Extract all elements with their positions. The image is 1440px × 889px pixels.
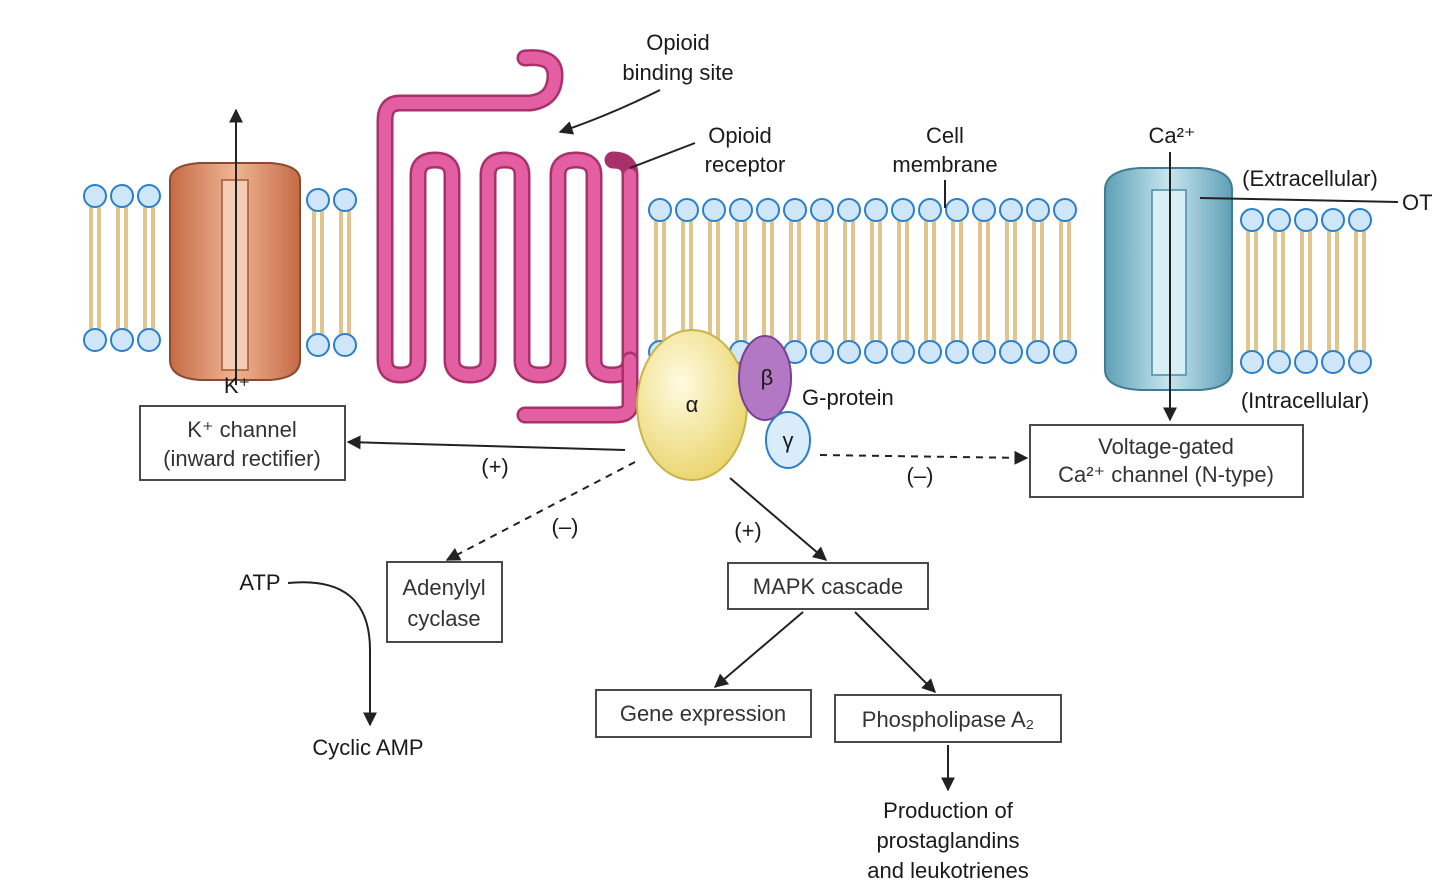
lipid-molecule	[864, 198, 888, 364]
lipid-molecule	[1026, 198, 1050, 364]
lipid-molecule	[837, 198, 861, 364]
ca-channel-box-line2: Ca²⁺ channel (N-type)	[1058, 462, 1274, 487]
ca-channel-box-line1: Voltage-gated	[1098, 434, 1234, 459]
ca-channel-box: Voltage-gated Ca²⁺ channel (N-type)	[1029, 424, 1304, 498]
ot-label: OT	[1402, 190, 1433, 215]
lipid-molecule	[783, 198, 807, 364]
production-label-3: and leukotrienes	[867, 858, 1028, 883]
g-protein-gamma	[765, 411, 811, 469]
lipid-molecule	[137, 184, 161, 352]
receptor-pointer	[629, 142, 696, 169]
opioid-receptor-label-1: Opioid	[708, 123, 772, 148]
lipid-molecule	[1321, 208, 1345, 374]
lipid-molecule	[999, 198, 1023, 364]
lipid-molecule	[333, 188, 357, 357]
production-label-1: Production of	[883, 798, 1014, 823]
atp-label: ATP	[239, 570, 280, 595]
lipid-molecule	[306, 188, 330, 357]
phospholipase-box: Phospholipase A₂	[834, 694, 1062, 743]
mapk-plus-sign: (+)	[734, 518, 762, 543]
opioid-receptor-label-2: receptor	[705, 152, 786, 177]
alpha-to-k-channel-arrow	[346, 435, 626, 451]
alpha-to-adenylyl-arrow	[445, 461, 636, 561]
adenylyl-box-line1: Adenylyl	[402, 575, 485, 600]
lipid-molecule	[83, 184, 107, 352]
adenylyl-box-line2: cyclase	[407, 606, 480, 631]
production-label-2: prostaglandins	[876, 828, 1019, 853]
alpha-to-mapk-arrow	[729, 477, 828, 561]
ot-pointer	[1199, 197, 1399, 203]
mapk-to-phospholipase-arrow	[854, 611, 936, 693]
ca-ion-label: Ca²⁺	[1148, 123, 1195, 148]
cell-membrane-label-1: Cell	[926, 123, 964, 148]
k-ion-label: K⁺	[224, 373, 250, 398]
lipid-molecule	[110, 184, 134, 352]
lipid-molecule	[945, 198, 969, 364]
lipid-molecule	[1240, 208, 1264, 374]
k-plus-sign: (+)	[481, 454, 509, 479]
lipid-molecule	[810, 198, 834, 364]
ac-minus-sign: (–)	[552, 514, 579, 539]
lipid-molecule	[972, 198, 996, 364]
adenylyl-cyclase-box: Adenylyl cyclase	[386, 561, 503, 643]
cyclic-amp-label: Cyclic AMP	[312, 735, 423, 760]
opioid-binding-site-label-2: binding site	[622, 60, 733, 85]
lipid-molecule	[918, 198, 942, 364]
alpha-label: α	[686, 392, 699, 417]
opioid-binding-site-label-1: Opioid	[646, 30, 710, 55]
atp-to-camp-arrow	[287, 581, 377, 727]
g-protein-label: G-protein	[802, 385, 894, 410]
lipid-molecule	[1053, 198, 1077, 364]
k-channel-box-line1: K⁺ channel	[187, 417, 296, 442]
k-channel-box: K⁺ channel (inward rectifier)	[139, 405, 346, 481]
gamma-to-ca-channel-arrow	[819, 450, 1029, 465]
intracellular-label: (Intracellular)	[1241, 388, 1369, 413]
ca-minus-sign: (–)	[907, 463, 934, 488]
extracellular-label: (Extracellular)	[1242, 166, 1378, 191]
binding-site-pointer	[558, 89, 661, 135]
lipid-molecule	[1294, 208, 1318, 374]
mapk-cascade-box: MAPK cascade	[727, 562, 929, 610]
mapk-box-label: MAPK cascade	[753, 574, 903, 599]
gene-expression-box: Gene expression	[595, 689, 812, 738]
gene-expression-label: Gene expression	[620, 701, 786, 726]
beta-label: β	[761, 365, 774, 390]
opioid-receptor-fill	[379, 51, 636, 381]
phospholipase-label: Phospholipase A₂	[862, 707, 1034, 732]
lipid-molecule	[1348, 208, 1372, 374]
receptor-c-tail-fill	[519, 354, 636, 421]
lipid-molecule	[729, 198, 753, 364]
lipid-molecule	[891, 198, 915, 364]
ca-channel-protein	[1104, 167, 1233, 391]
cell-membrane-label-2: membrane	[892, 152, 997, 177]
g-protein-beta	[738, 335, 792, 421]
k-channel-box-line2: (inward rectifier)	[163, 446, 321, 471]
mapk-to-gene-arrow	[713, 611, 804, 688]
cell-membrane-bilayer	[83, 184, 1372, 374]
gamma-label: γ	[783, 428, 794, 453]
lipid-molecule	[1267, 208, 1291, 374]
